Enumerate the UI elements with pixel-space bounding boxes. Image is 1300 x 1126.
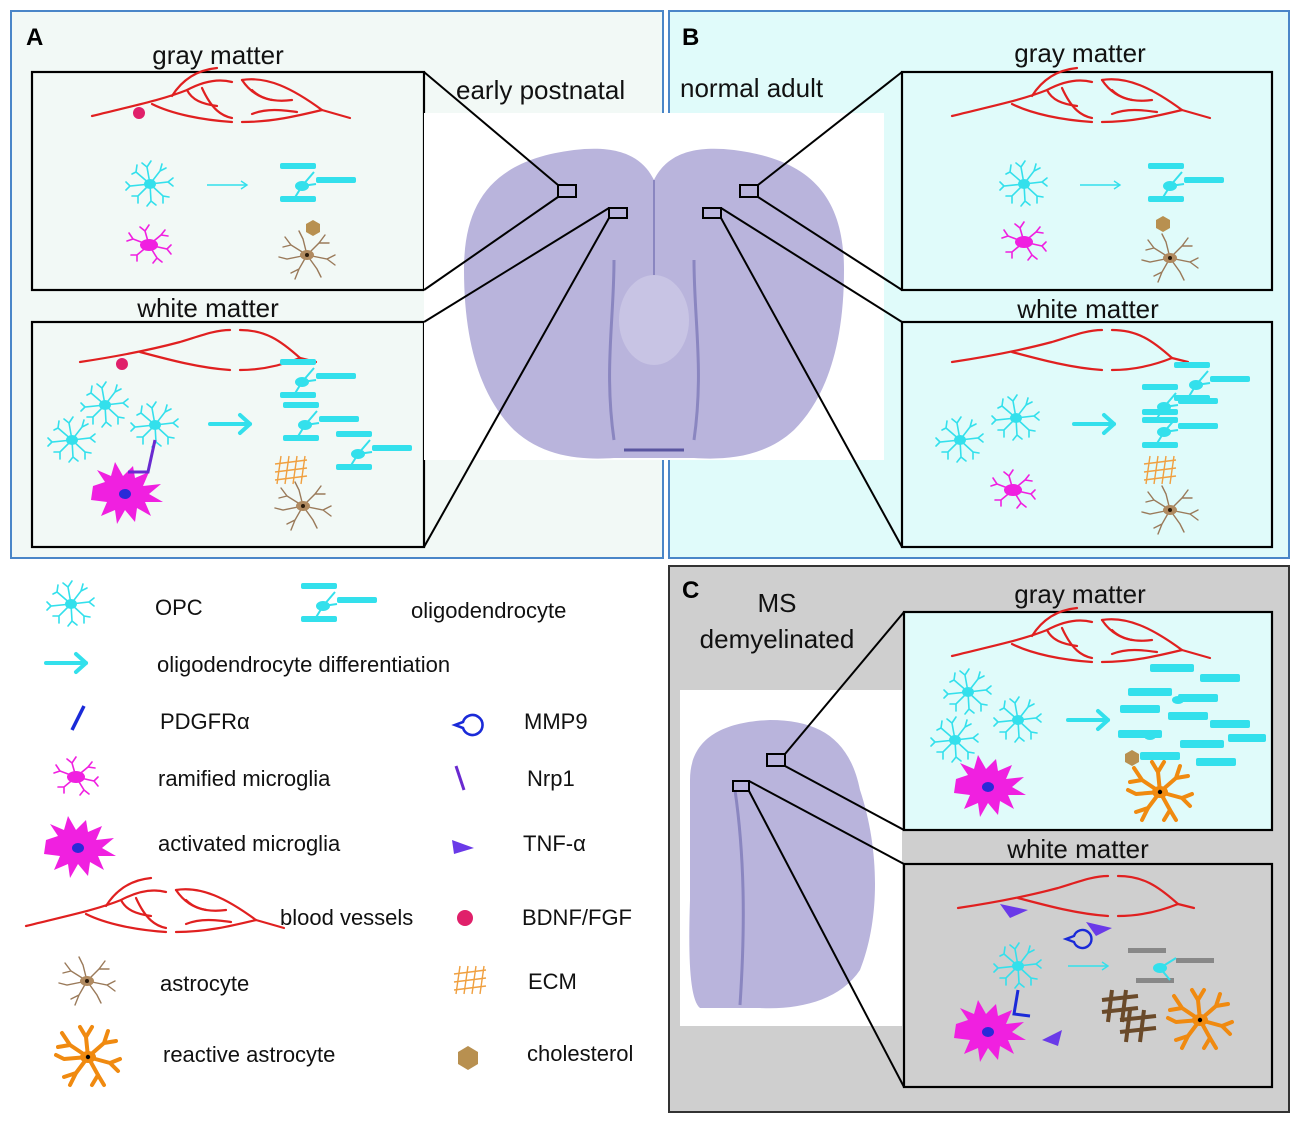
panel-c-condition-line2: demyelinated [700, 624, 855, 654]
panel-a-gray-box [30, 70, 426, 292]
legend-ramified-label: ramified microglia [158, 766, 331, 791]
panel-a-condition: early postnatal [456, 75, 625, 105]
roi-gray-c [766, 753, 786, 767]
mmp9 [1062, 928, 1093, 950]
legend-oligodendrocyte-label: oligodendrocyte [411, 598, 566, 623]
legend-oligodendrocyte: oligodendrocyte [300, 582, 566, 623]
panel-c-condition-line1: MS [758, 588, 797, 618]
panel-c: C MS demyelinated gray matter [668, 565, 1290, 1113]
roi-gray-a [557, 184, 577, 198]
panel-c-gray-title: gray matter [1014, 579, 1146, 609]
panel-c-letter: C [682, 577, 699, 604]
tnf-alpha [1042, 1030, 1062, 1046]
legend-tnfa: TNF-α [452, 831, 586, 856]
legend-ecm: ECM [453, 965, 577, 995]
bdnf-factor [116, 358, 128, 370]
legend-ramified: ramified microglia [53, 756, 331, 796]
panel-b-white-box [900, 320, 1274, 549]
legend-differentiation: oligodendrocyte differentiation [44, 652, 450, 677]
legend-nrp1: Nrp1 [454, 765, 575, 791]
legend-reactive-label: reactive astrocyte [163, 1042, 335, 1067]
legend: OPC oligodendrocyte oligodendrocyte diff… [24, 580, 633, 1087]
legend-astrocyte: astrocyte [58, 956, 249, 1006]
oligodendrocyte-cluster [1118, 664, 1266, 766]
panel-b-condition: normal adult [680, 73, 824, 103]
legend-opc: OPC [46, 580, 203, 627]
legend-reactive: reactive astrocyte [54, 1025, 335, 1087]
panel-b-white-title: white matter [1016, 294, 1159, 324]
brain-section-postnatal-adult [424, 113, 884, 461]
legend-vessels: blood vessels [24, 876, 413, 934]
nrp1-receptor [128, 439, 157, 474]
legend-activated: activated microglia [44, 816, 341, 878]
legend-mmp9: MMP9 [451, 709, 588, 737]
brain-section-ms [680, 690, 902, 1026]
demyelinated-oligodendrocyte [1128, 948, 1214, 983]
legend-nrp1-label: Nrp1 [527, 766, 575, 791]
panel-a-letter: A [26, 24, 43, 51]
roi-gray-b [739, 184, 759, 198]
legend-bdnf: BDNF/FGF [457, 905, 632, 930]
legend-tnfa-label: TNF-α [523, 831, 586, 856]
legend-mmp9-label: MMP9 [524, 709, 588, 734]
roi-white-b [702, 207, 722, 219]
pdgfra-receptor [1012, 989, 1031, 1018]
legend-astrocyte-label: astrocyte [160, 971, 249, 996]
legend-cholesterol-label: cholesterol [527, 1041, 633, 1066]
legend-pdgfra: PDGFRα [70, 705, 250, 734]
panel-b-letter: B [682, 24, 699, 51]
legend-vessels-label: blood vessels [280, 905, 413, 930]
legend-activated-label: activated microglia [158, 831, 341, 856]
roi-white-c [732, 780, 750, 792]
connector-lines-c [748, 611, 905, 1088]
connector-lines-ab [423, 71, 903, 548]
panel-b-gray-title: gray matter [1014, 38, 1146, 68]
legend-differentiation-label: oligodendrocyte differentiation [157, 652, 450, 677]
tnf-alpha [1086, 922, 1112, 936]
legend-pdgfra-label: PDGFRα [160, 709, 250, 734]
panel-c-white-title: white matter [1006, 834, 1149, 864]
panel-a-gray-title: gray matter [152, 40, 284, 70]
legend-cholesterol: cholesterol [458, 1041, 633, 1070]
tnf-alpha [1000, 904, 1028, 918]
roi-white-a [608, 207, 628, 219]
panel-a-white-title: white matter [136, 293, 279, 323]
panel-c-white-box [902, 862, 1274, 1089]
legend-ecm-label: ECM [528, 969, 577, 994]
legend-bdnf-label: BDNF/FGF [522, 905, 632, 930]
legend-opc-label: OPC [155, 595, 203, 620]
bdnf-factor [133, 107, 145, 119]
